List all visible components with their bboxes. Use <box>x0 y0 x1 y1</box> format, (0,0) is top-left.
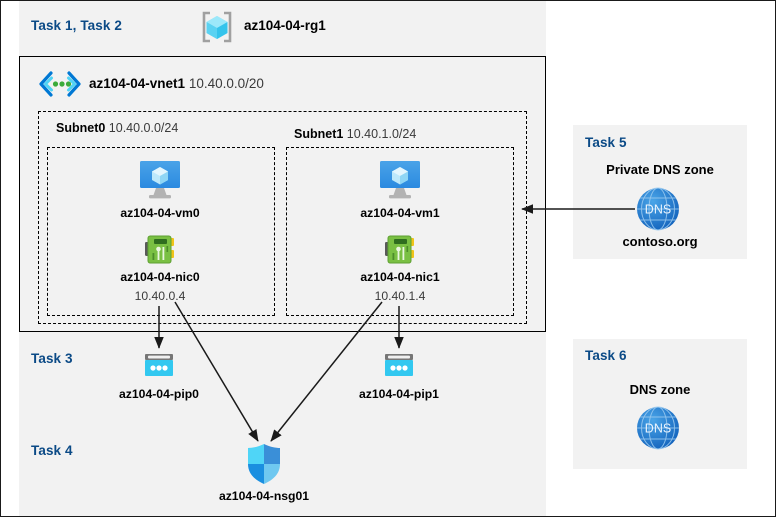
subnet1-box <box>286 147 514 316</box>
virtual-machine-icon <box>376 159 424 201</box>
nic1-ip: 10.40.1.4 <box>374 289 426 303</box>
virtual-network-box <box>19 56 546 332</box>
task-label-task3: Task 3 <box>31 351 73 366</box>
public-ip-address-icon <box>142 352 176 380</box>
nic1-label: az104-04-nic1 <box>360 270 440 284</box>
svg-text:DNS: DNS <box>645 422 671 436</box>
subnet-label-subnet0: Subnet0 10.40.0.0/24 <box>56 121 179 135</box>
task-label-task5: Task 5 <box>585 135 627 150</box>
virtual-network-label: az104-04-vnet1 10.40.0.0/20 <box>89 76 264 91</box>
task-label-task6: Task 6 <box>585 348 627 363</box>
resource-group-icon <box>199 9 235 45</box>
network-security-group-icon <box>245 442 283 486</box>
pip0-label: az104-04-pip0 <box>119 387 199 401</box>
nsg-label: az104-04-nsg01 <box>218 489 310 503</box>
subnet0-box <box>47 147 275 316</box>
private-dns-zone-heading: Private DNS zone <box>606 162 714 177</box>
task-label-task4: Task 4 <box>31 443 73 458</box>
pip1-label: az104-04-pip1 <box>359 387 439 401</box>
dns-zone-icon: DNS <box>635 186 681 232</box>
private-dns-zone-name: contoso.org <box>622 234 698 249</box>
dns-zone-icon: DNS <box>635 405 681 451</box>
vm1-label: az104-04-vm1 <box>360 206 440 220</box>
svg-text:DNS: DNS <box>645 203 671 217</box>
nic0-ip: 10.40.0.4 <box>134 289 186 303</box>
network-interface-icon <box>142 233 178 267</box>
vm0-label: az104-04-vm0 <box>120 206 200 220</box>
task4-panel <box>19 429 546 509</box>
resource-group-name: az104-04-rg1 <box>244 18 326 33</box>
virtual-network-icon <box>38 71 82 97</box>
subnet-label-subnet1: Subnet1 10.40.1.0/24 <box>294 127 417 141</box>
nic0-label: az104-04-nic0 <box>120 270 200 284</box>
public-ip-address-icon <box>382 352 416 380</box>
virtual-machine-icon <box>136 159 184 201</box>
task3-panel <box>19 338 546 414</box>
task-label-task1-task2: Task 1, Task 2 <box>31 18 122 33</box>
network-interface-icon <box>382 233 418 267</box>
dns-zone-heading: DNS zone <box>629 382 691 397</box>
